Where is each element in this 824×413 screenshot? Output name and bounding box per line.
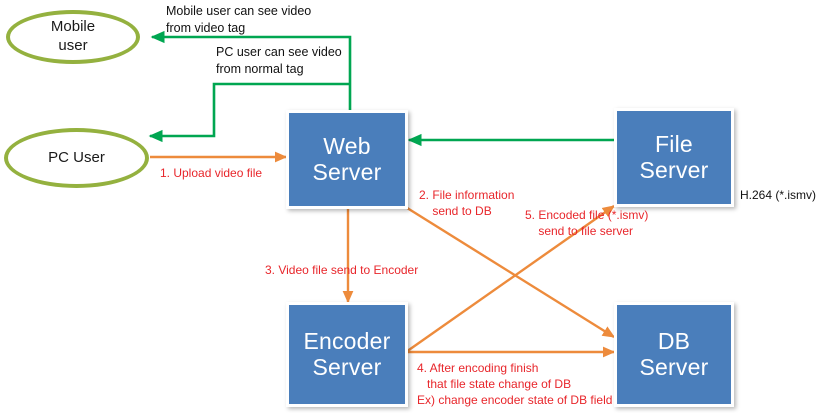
- node-web-server-label: Web Server: [312, 132, 382, 185]
- node-mobile-user-label: Mobile user: [50, 18, 96, 54]
- node-web-server[interactable]: Web Server: [286, 110, 408, 209]
- label-mobile-view: Mobile user can see video from video tag: [166, 4, 312, 35]
- label-codec-note: H.264 (*.ismv): [740, 188, 817, 202]
- node-encoder-server[interactable]: Encoder Server: [286, 302, 408, 407]
- node-pc-user-label: PC User: [48, 148, 105, 166]
- node-file-server-label: File Server: [639, 130, 709, 183]
- node-db-server[interactable]: DB Server: [614, 302, 734, 407]
- label-step-4: 4. After encoding finish that file state…: [417, 361, 613, 407]
- node-encoder-server-label: Encoder Server: [303, 327, 391, 380]
- label-step-5: 5. Encoded file (*.ismv) send to file se…: [525, 208, 649, 238]
- label-pc-view: PC user can see video from normal tag: [216, 45, 342, 76]
- node-mobile-user[interactable]: Mobile user: [6, 10, 140, 64]
- node-pc-user[interactable]: PC User: [4, 128, 149, 188]
- label-step-3: 3. Video file send to Encoder: [265, 263, 419, 277]
- node-db-server-label: DB Server: [639, 327, 709, 380]
- label-step-1: 1. Upload video file: [160, 166, 263, 180]
- node-file-server[interactable]: File Server: [614, 108, 734, 207]
- label-step-2: 2. File information send to DB: [419, 188, 515, 218]
